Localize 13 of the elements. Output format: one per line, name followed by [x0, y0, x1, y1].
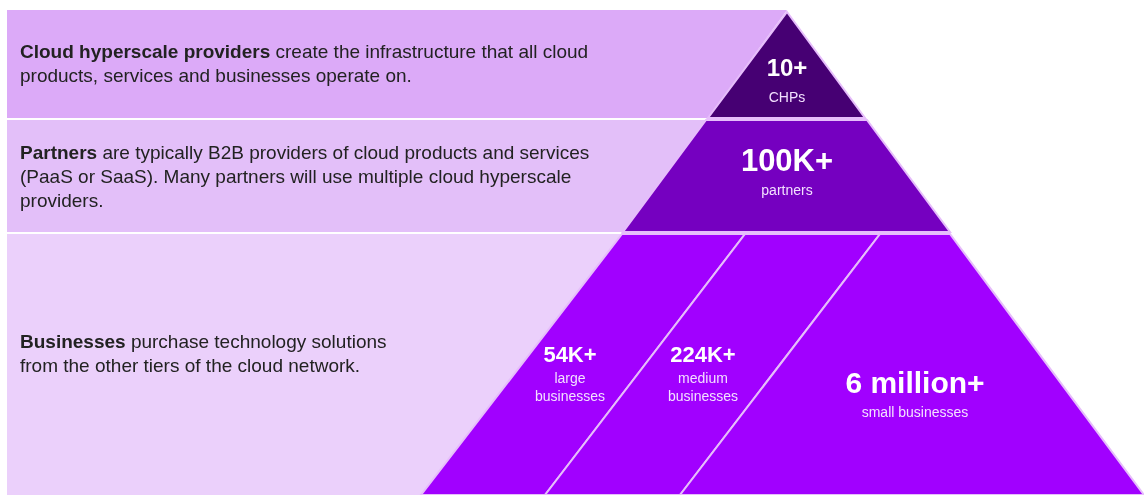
stat-caption: small businesses — [861, 403, 969, 421]
stat-caption: medium businesses — [666, 369, 739, 405]
stat-caption: partners — [761, 181, 813, 199]
stat-value: 100K+ — [740, 143, 834, 179]
tier-description: Partners are typically B2B providers of cloud products and services (PaaS or SaaS). Many partners will use multiple cloud hyperscale providers. — [20, 141, 591, 213]
stat-caption: large businesses — [533, 369, 606, 405]
stat-value: 10+ — [766, 54, 808, 82]
tier-description: Cloud hyperscale providers create the infrastructure that all cloud products, services and businesses operate on. — [20, 40, 590, 88]
stat-value: 224K+ — [670, 342, 736, 368]
tier-description: Businesses purchase technology solutions from the other tiers of the cloud network. — [20, 330, 388, 378]
stat-caption: CHPs — [768, 88, 806, 106]
stat-value: 54K+ — [543, 342, 597, 368]
stat-value: 6 million+ — [845, 366, 985, 400]
